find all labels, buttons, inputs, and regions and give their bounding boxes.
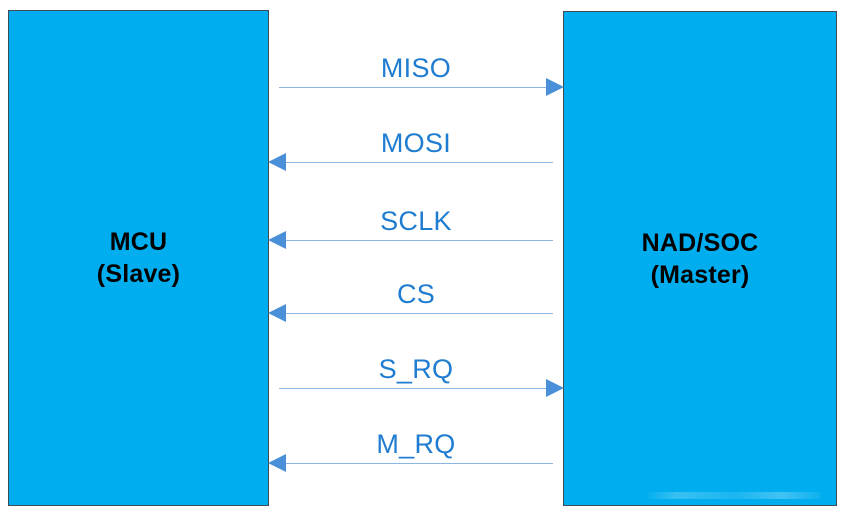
arrow-left-icon [268,231,286,249]
block-mcu-name: MCU [109,228,168,256]
signal-miso-label: MISO [380,53,452,83]
arrow-left-icon [268,153,286,171]
signal-sclk-line [279,240,553,241]
signal-sclk-label: SCLK [380,206,452,236]
signal-cs-line [279,313,553,314]
signal-mosi-label: MOSI [380,128,452,158]
signal-s-rq-line [279,388,553,389]
signal-s-rq-label: S_RQ [378,354,454,384]
arrow-right-icon [546,379,564,397]
signal-miso-line [279,87,553,88]
arrow-left-icon [268,454,286,472]
signal-mosi-line [279,162,553,163]
block-nad-soc: NAD/SOC (Master) [563,11,837,506]
signal-cs-label: CS [396,279,436,309]
block-nad-soc-role: (Master) [650,260,750,289]
arrow-left-icon [268,304,286,322]
signal-m-rq-line [279,463,553,464]
block-mcu: MCU (Slave) [8,10,269,506]
block-nad-soc-name: NAD/SOC [641,228,759,257]
arrow-right-icon [546,78,564,96]
signal-m-rq-label: M_RQ [376,429,456,459]
block-mcu-role: (Slave) [96,260,181,288]
